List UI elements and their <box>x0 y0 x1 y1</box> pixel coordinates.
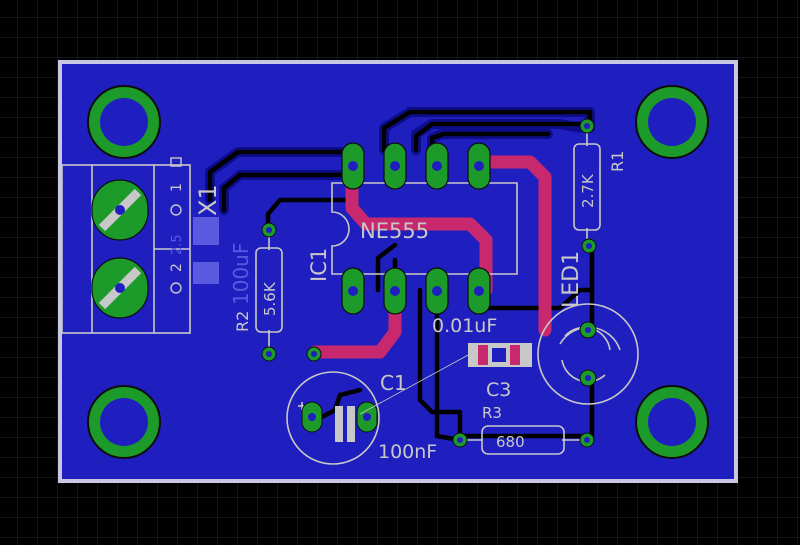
x1-name-label: X1 <box>194 184 222 216</box>
ic1-value-label: NE555 <box>360 219 429 243</box>
led1-name-label: LED1 <box>559 251 584 308</box>
r3-value-label: 680 <box>496 433 525 451</box>
r3-resistor <box>452 425 595 455</box>
bottom-traces <box>205 107 595 443</box>
r2-name-label: R2 <box>233 311 252 332</box>
c3-capacitor <box>468 343 532 367</box>
x1-pin1-label: 1 <box>169 183 185 192</box>
r2-resistor <box>255 222 283 362</box>
x1-pin2-label: 2 <box>169 263 185 272</box>
c3-name-label: C3 <box>486 379 511 401</box>
r1-name-label: R1 <box>608 151 627 172</box>
c1-capacitor <box>286 346 471 465</box>
c2-value-label: 100uF <box>229 243 253 305</box>
c1-name-label: C1 <box>380 371 407 395</box>
c2-bottom-part: 100uF <box>193 217 253 305</box>
r2-value-label: 5.6K <box>261 281 279 316</box>
ic1-outline <box>331 182 518 275</box>
c3-value-label: 0.01uF <box>432 315 497 337</box>
x1-pitch-label: 2.5 <box>170 234 185 255</box>
ic1-name-label: IC1 <box>307 248 331 282</box>
r1-resistor <box>573 118 601 254</box>
led1-footprint <box>537 303 639 405</box>
ic1-pads <box>341 142 491 315</box>
r1-value-label: 2.7K <box>579 173 597 208</box>
x1-connector <box>61 157 191 334</box>
r3-name-label: R3 <box>482 404 502 422</box>
c1-value-label: 100nF <box>378 441 437 463</box>
